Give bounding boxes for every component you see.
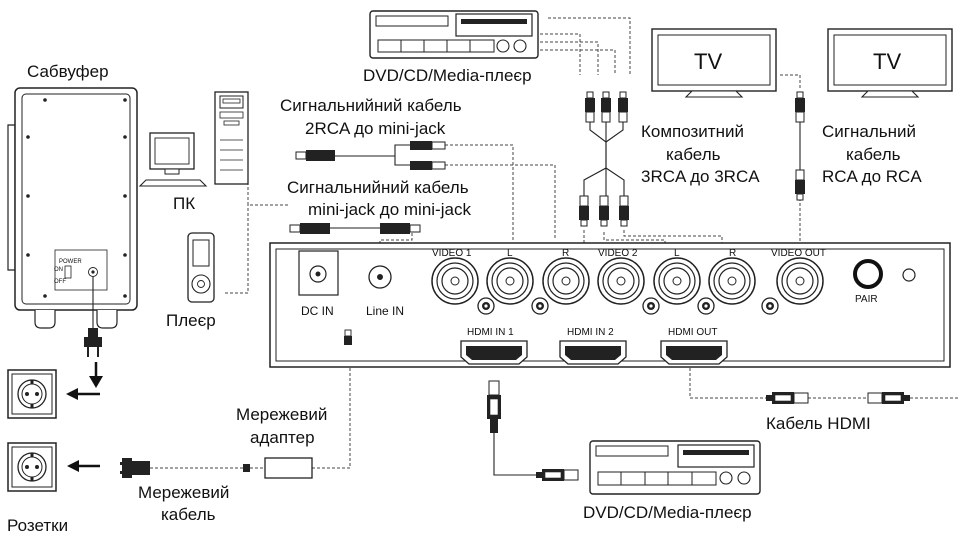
outlet-bottom [7,442,57,492]
audio-l2-jack[interactable] [653,257,701,305]
dvd-top-label: DVD/CD/Media-плеєр [363,66,532,85]
player-label: Плеєр [166,311,216,330]
video2-label: VIDEO 2 [598,248,638,259]
r2-aux-jack [761,297,779,315]
pc-icon [138,91,249,187]
audio-r2-jack[interactable] [708,257,756,305]
mains-plug-icon [120,458,150,478]
cable-2rca-label-line1: Сигнальнийний кабель [280,96,462,115]
composite-label-line1: Композитний [641,122,744,141]
power-cable-label-line2: кабель [161,505,216,524]
off-label: OFF [54,279,66,285]
status-led-icon [902,268,916,282]
subwoofer: POWER ON OFF [7,87,138,329]
composite-label-line2: кабель [666,145,721,164]
tv-right-label: TV [873,49,901,74]
r2-label: R [729,248,736,259]
power-label: POWER [59,259,82,265]
arrow-to-outlet-icon [66,388,78,400]
tv-right [827,28,953,98]
subwoofer-plug [84,328,102,357]
video1-label: VIDEO 1 [432,248,472,259]
cable-2rca-label-line2: 2RCA до mini-jack [305,119,446,138]
l2-label: L [674,248,680,259]
audio-l1-jack[interactable] [486,257,534,305]
rca-label-line1: Сигнальний [822,122,916,141]
video1-jack[interactable] [431,257,479,305]
dvd-bottom-label: DVD/CD/Media-плеєр [583,503,752,522]
hdmi-plug-bottom-dvd [535,468,579,482]
dc-in-label: DC IN [301,304,334,318]
audio-r1-jack[interactable] [542,257,590,305]
video-out-jack[interactable] [776,257,824,305]
outlets-label: Розетки [7,516,68,534]
cable-2rca-minijack [295,141,446,170]
video2-jack[interactable] [597,257,645,305]
l1-label: L [507,248,513,259]
composite-label-line3: 3RCA до 3RCA [641,167,760,186]
adapter-label-line2: адаптер [250,428,315,447]
line-in-label: Line IN [366,304,404,318]
video1-aux-jack [477,297,495,315]
hdmi-in1-port[interactable] [460,340,528,365]
rca-label-line2: кабель [846,145,901,164]
power-switch[interactable] [64,265,72,279]
hdmi-out-port[interactable] [660,340,728,365]
pair-label: PAIR [855,294,878,305]
hdmi-out-label: HDMI OUT [668,327,717,338]
l2-aux-jack [697,297,715,315]
arrow-to-outlet2-icon [67,460,79,472]
hdmi-in1-label: HDMI IN 1 [467,327,514,338]
hdmi-cable-label: Кабель HDMI [766,414,871,433]
video-out-label: VIDEO OUT [771,248,826,259]
rca-label-line3: RCA до RCA [822,167,922,186]
l1-aux-jack [531,297,549,315]
media-player-icon [187,232,215,303]
power-adapter-icon [264,457,313,479]
cable-minijack-minijack [289,223,421,234]
composite-cable [578,91,630,227]
tv-left-label: TV [694,49,722,74]
hdmi-cable-vertical [487,380,508,476]
cable-minijack-label-line1: Сигнальнийний кабель [287,178,469,197]
line-in-port[interactable] [368,265,392,289]
on-label: ON [54,267,63,273]
pc-label: ПК [173,194,195,213]
dvd-player-top [369,10,539,59]
tv-left [651,28,777,98]
hdmi-in2-label: HDMI IN 2 [567,327,614,338]
adapter-label-line1: Мережевий [236,405,327,424]
pair-button[interactable] [853,259,883,289]
r1-label: R [562,248,569,259]
power-cable-label-line1: Мережевий [138,483,229,502]
dc-plug [344,329,352,345]
video2-aux-jack [642,297,660,315]
cable-rca-rca [794,91,806,201]
dvd-player-bottom [589,440,761,495]
cable-minijack-label-line2: mini-jack до mini-jack [308,200,471,219]
hdmi-in2-port[interactable] [559,340,627,365]
subwoofer-label: Сабвуфер [27,62,109,81]
dc-in-port[interactable] [298,250,339,296]
outlet-top [7,369,57,419]
